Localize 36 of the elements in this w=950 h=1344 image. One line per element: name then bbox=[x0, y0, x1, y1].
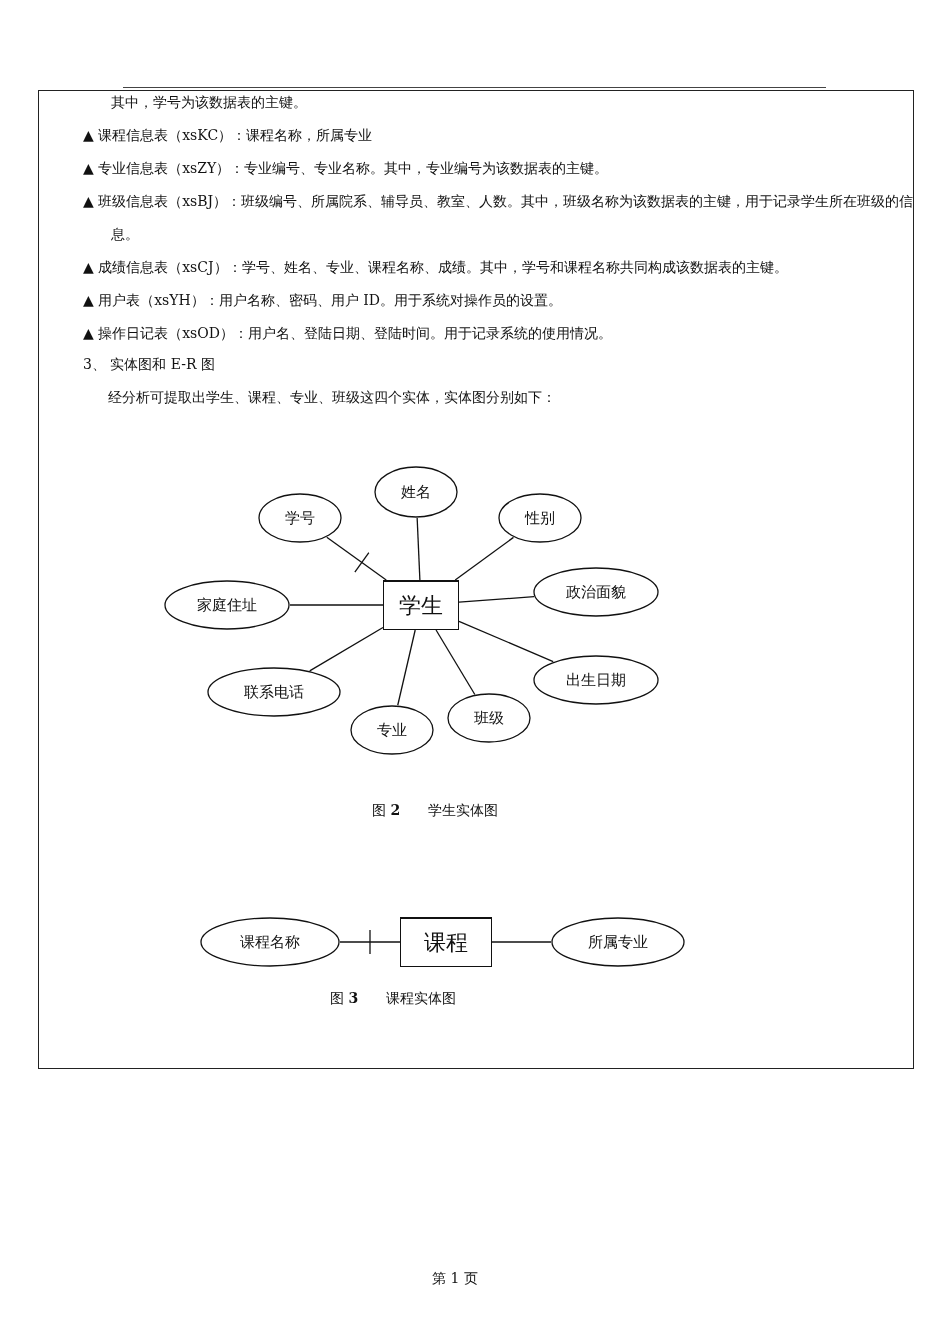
section-heading: 3、 实体图和 E-R 图 bbox=[83, 355, 215, 374]
attribute-ellipse: 姓名 bbox=[374, 466, 458, 518]
attribute-ellipse: 班级 bbox=[447, 693, 531, 743]
list-item: ▲ 操作日记表（xsOD）：用户名、登陆日期、登陆时间。用于记录系统的使用情况。 bbox=[83, 324, 612, 343]
list-item: ▲ 课程信息表（xsKC）：课程名称，所属专业 bbox=[83, 126, 373, 145]
connector-line bbox=[326, 536, 387, 581]
connector-line bbox=[454, 536, 515, 581]
connector-line bbox=[416, 517, 421, 581]
connector-line bbox=[458, 620, 554, 663]
connector-line bbox=[339, 929, 401, 955]
entity-box: 学生 bbox=[383, 580, 459, 630]
connector-line bbox=[397, 629, 416, 706]
attribute-ellipse: 联系电话 bbox=[207, 667, 341, 717]
body-text: 经分析可提取出学生、课程、专业、班级这四个实体，实体图分别如下： bbox=[108, 388, 556, 407]
attribute-ellipse: 课程名称 bbox=[200, 917, 340, 967]
page-number: 第 1 页 bbox=[432, 1269, 478, 1288]
entity-box: 课程 bbox=[400, 917, 492, 967]
attribute-ellipse: 出生日期 bbox=[533, 655, 659, 705]
attribute-ellipse: 学号 bbox=[258, 493, 342, 543]
attribute-ellipse: 性别 bbox=[498, 493, 582, 543]
connector-line bbox=[435, 629, 476, 696]
connector-line bbox=[289, 604, 384, 606]
figure-caption: 图 2 学生实体图 bbox=[372, 801, 499, 820]
attribute-ellipse: 专业 bbox=[350, 705, 434, 755]
connector-line bbox=[309, 626, 384, 672]
connector-line bbox=[458, 595, 535, 603]
connector-line bbox=[491, 941, 552, 943]
attribute-ellipse: 政治面貌 bbox=[533, 567, 659, 617]
list-item: ▲ 专业信息表（xsZY）：专业编号、专业名称。其中，专业编号为该数据表的主键。 bbox=[83, 159, 609, 178]
attribute-ellipse: 家庭住址 bbox=[164, 580, 290, 630]
figure-caption: 图 3 课程实体图 bbox=[330, 989, 457, 1008]
list-item: ▲ 班级信息表（xsBJ）：班级编号、所属院系、辅导员、教室、人数。其中，班级名称为该数据表的主键，用于记录学生所在班级的信息。 bbox=[83, 192, 915, 244]
attribute-ellipse: 所属专业 bbox=[551, 917, 685, 967]
body-text: 其中，学号为该数据表的主键。 bbox=[111, 93, 307, 112]
list-item: ▲ 用户表（xsYH）：用户名称、密码、用户 ID。用于系统对操作员的设置。 bbox=[83, 291, 562, 310]
list-item: ▲ 成绩信息表（xsCJ）：学号、姓名、专业、课程名称、成绩。其中，学号和课程名称共同构成该数据表的主键。 bbox=[83, 258, 789, 277]
